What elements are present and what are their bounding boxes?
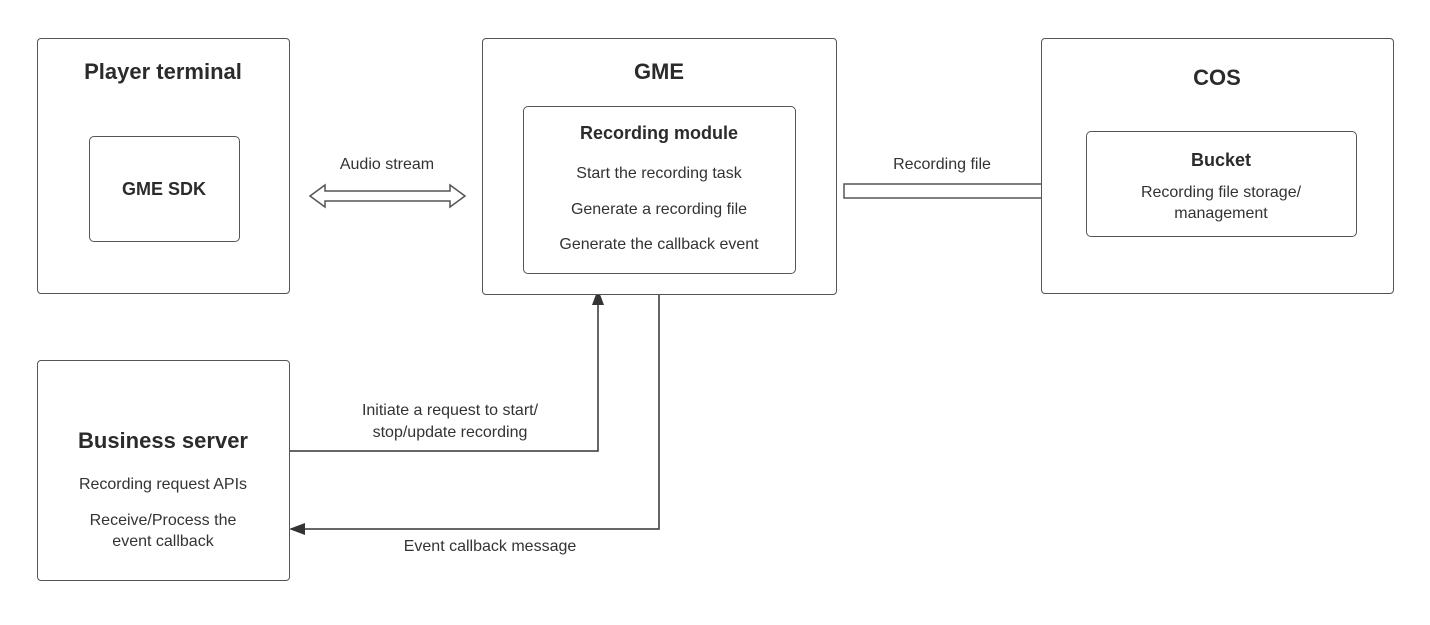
recording-step: Generate the callback event <box>559 236 759 253</box>
business-server-capability: Receive/Process the <box>89 512 237 529</box>
gme-sdk-label: GME SDK <box>121 179 206 199</box>
business-server-capability: event callback <box>112 533 214 550</box>
business-server-node: Business server Recording request APIs R… <box>37 360 290 581</box>
business-server-capability: Recording request APIs <box>78 476 248 493</box>
gme-sdk-node: GME SDK <box>89 136 240 242</box>
bucket-title: Bucket <box>1190 150 1252 170</box>
recording-step: Start the recording task <box>576 165 742 182</box>
recording-step: Generate a recording file <box>570 201 748 218</box>
callback-connector <box>305 295 660 530</box>
recording-module-title: Recording module <box>579 123 738 143</box>
recording-file-arrow <box>843 175 1076 207</box>
request-label: Initiate a request to start/ <box>361 402 539 419</box>
audio-stream-label: Audio stream <box>339 156 435 173</box>
cos-title: COS <box>1193 65 1241 90</box>
bucket-node: Bucket Recording file storage/ managemen… <box>1086 131 1357 237</box>
callback-arrowhead <box>289 523 305 535</box>
audio-stream-arrow <box>308 183 467 209</box>
request-label: stop/update recording <box>372 424 528 441</box>
cos-node: COS Bucket Recording file storage/ manag… <box>1041 38 1394 294</box>
request-arrowhead <box>592 289 604 305</box>
business-server-title: Business server <box>78 428 248 453</box>
callback-message-label: Event callback message <box>403 538 577 555</box>
request-connector <box>290 305 599 452</box>
gme-node: GME Recording module Start the recording… <box>482 38 837 295</box>
player-terminal-title: Player terminal <box>84 59 242 84</box>
player-terminal-node: Player terminal GME SDK <box>37 38 290 294</box>
recording-file-label: Recording file <box>893 156 991 173</box>
bucket-description: Recording file storage/ <box>1140 184 1302 201</box>
gme-title: GME <box>633 59 685 84</box>
bucket-description: management <box>1174 205 1268 222</box>
recording-module-node: Recording module Start the recording tas… <box>523 106 796 274</box>
